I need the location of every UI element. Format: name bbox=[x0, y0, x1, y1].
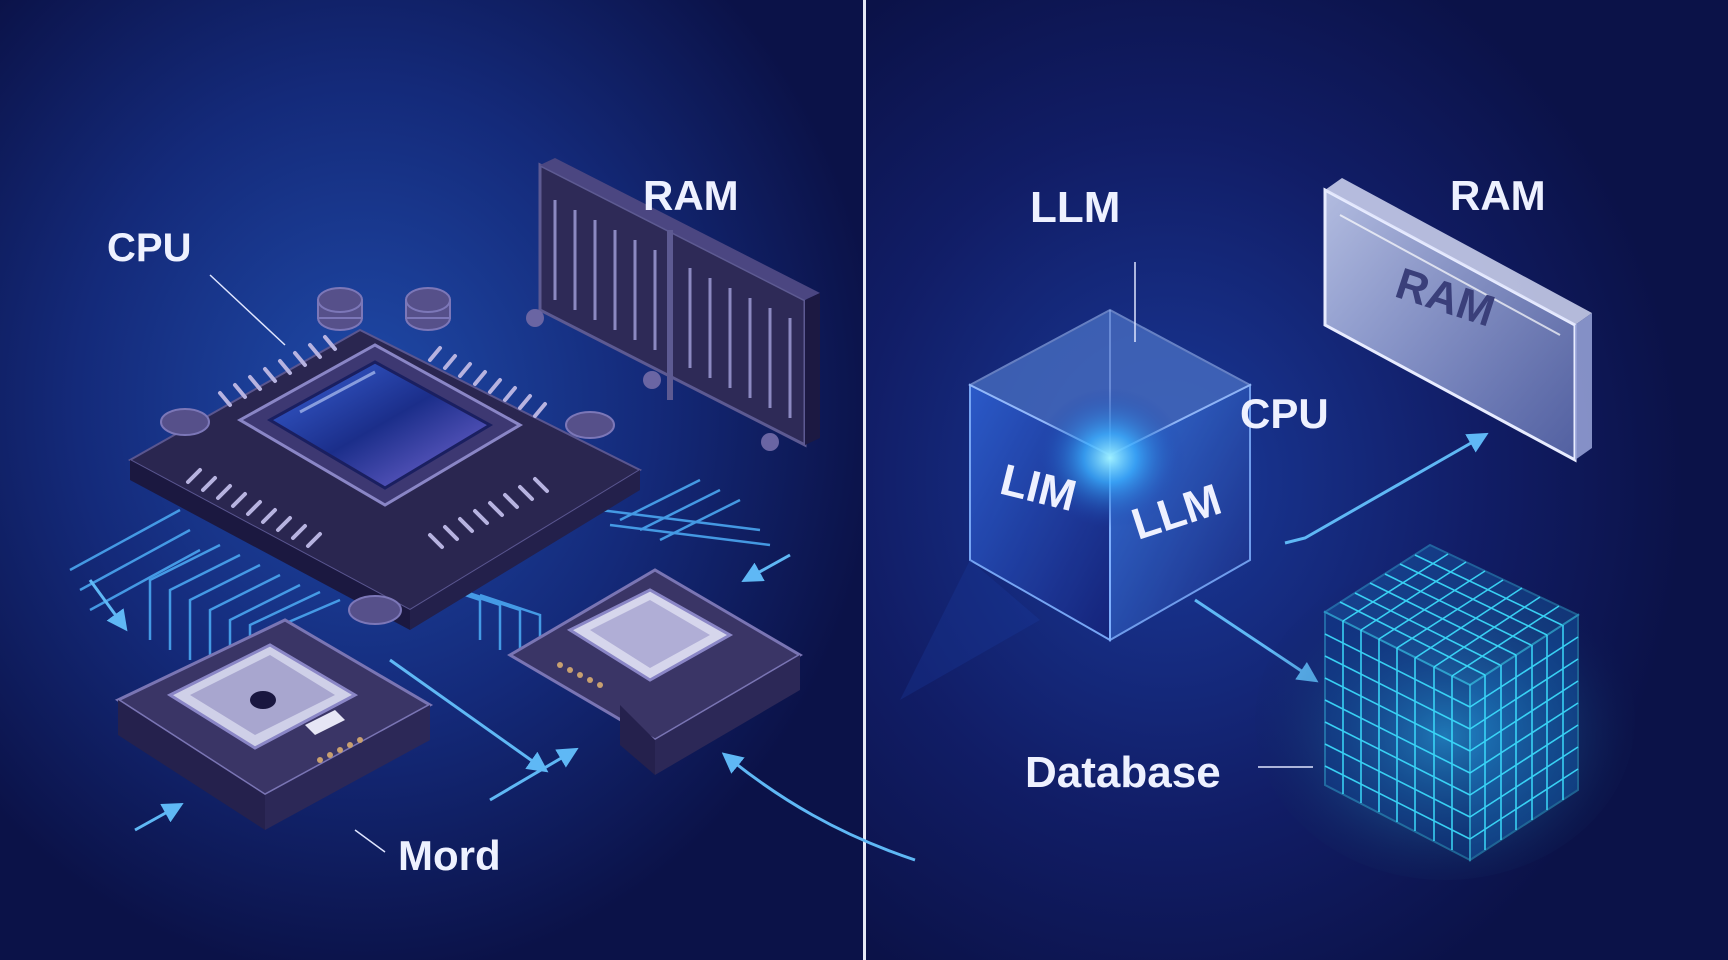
cpu-chip-icon bbox=[127, 287, 643, 630]
arrow-icon bbox=[88, 579, 128, 632]
left-panel: CPU RAM Mord bbox=[69, 158, 916, 879]
signal-traces bbox=[69, 478, 771, 670]
mord-leader-line bbox=[354, 829, 386, 853]
cpu-label-right: CPU bbox=[1240, 390, 1329, 437]
database-grid-icon bbox=[1255, 543, 1635, 880]
panel-divider bbox=[863, 0, 866, 960]
arrow-icon bbox=[741, 553, 791, 583]
cpu-label: CPU bbox=[107, 226, 191, 270]
ram-module-icon bbox=[526, 158, 820, 451]
left-arrows bbox=[88, 553, 916, 862]
llm-top-label: LLM bbox=[1030, 183, 1120, 232]
component-chip-icon bbox=[114, 618, 434, 830]
arrow-icon bbox=[1284, 432, 1489, 545]
arrow-icon bbox=[134, 802, 184, 832]
ram-plate-icon bbox=[1323, 178, 1592, 463]
ram-label: RAM bbox=[643, 172, 739, 219]
arrow-icon bbox=[721, 752, 916, 862]
database-label: Database bbox=[1025, 748, 1221, 797]
cpu-leader-line bbox=[209, 274, 286, 346]
right-panel: LLM CPU LIM LLM RAM RAM bbox=[900, 172, 1635, 880]
arrow-icon bbox=[389, 658, 549, 773]
component-chip-icon bbox=[507, 568, 803, 775]
ram-label-right: RAM bbox=[1450, 172, 1546, 219]
mord-label: Mord bbox=[398, 832, 501, 879]
llm-cube-icon bbox=[900, 308, 1253, 700]
arrow-icon bbox=[489, 747, 579, 802]
